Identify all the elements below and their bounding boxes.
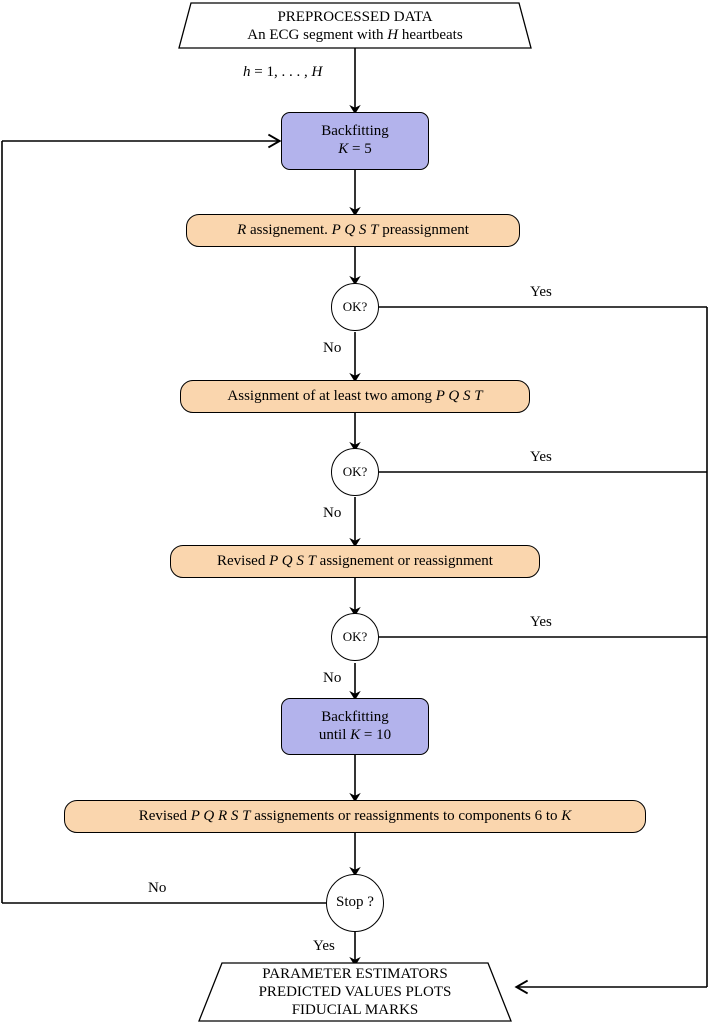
label-no-2: No (323, 505, 342, 521)
trapezoid-shape (178, 2, 532, 49)
label-no-1: No (323, 340, 342, 356)
output-results-node: PARAMETER ESTIMATORS PREDICTED VALUES PL… (198, 962, 512, 1022)
assignment-two-among-text: Assignment of at least two among P Q S T (227, 387, 483, 404)
ok-decision-2-label: OK? (342, 464, 368, 480)
backfitting-k5-node[interactable]: Backfitting K = 5 (281, 112, 429, 170)
backfitting-k10-line2: until K = 10 (318, 726, 392, 743)
label-yes-1: Yes (530, 284, 552, 300)
ok-decision-1-node[interactable]: OK? (331, 283, 379, 331)
label-stop-yes: Yes (313, 938, 335, 954)
ok-decision-1-label: OK? (342, 299, 368, 315)
label-no-3: No (323, 670, 342, 686)
loop-index-label: h = 1, . . . , H (243, 64, 323, 80)
backfitting-k5-line2: K = 5 (338, 141, 372, 157)
backfitting-k10-line1: Backfitting (321, 708, 389, 725)
output-line3: FIDUCIAL MARKS (291, 1002, 419, 1018)
backfitting-k10-node[interactable]: Backfitting until K = 10 (281, 698, 429, 755)
stop-decision-label: Stop ? (336, 894, 374, 911)
revised-pqrst-components-node[interactable]: Revised P Q R S T assignements or reassi… (64, 800, 646, 833)
stop-decision-node[interactable]: Stop ? (326, 874, 384, 932)
ok-decision-3-node[interactable]: OK? (331, 613, 379, 661)
preprocessed-data-line2: An ECG segment with H heartbeats (247, 26, 463, 43)
preprocessed-data-node: PREPROCESSED DATA An ECG segment with H … (178, 2, 532, 49)
revised-pqst-text: Revised P Q S T assignement or reassignm… (217, 552, 493, 569)
output-line2: PREDICTED VALUES PLOTS (258, 984, 452, 1000)
revised-pqrst-components-text: Revised P Q R S T assignements or reassi… (138, 807, 572, 824)
label-stop-no: No (148, 880, 167, 896)
output-line1: PARAMETER ESTIMATORS (262, 966, 448, 982)
trapezoid-shape-output (198, 962, 512, 1022)
ok-decision-3-label: OK? (342, 629, 368, 645)
label-yes-2: Yes (530, 449, 552, 465)
ok-decision-2-node[interactable]: OK? (331, 448, 379, 496)
revised-pqst-node[interactable]: Revised P Q S T assignement or reassignm… (170, 545, 540, 578)
assignment-two-among-node[interactable]: Assignment of at least two among P Q S T (180, 380, 530, 413)
r-assignement-node[interactable]: R assignement. P Q S T preassignment (186, 214, 520, 247)
preprocessed-data-line1: PREPROCESSED DATA (277, 8, 433, 25)
r-assignement-text: R assignement. P Q S T preassignment (237, 221, 469, 238)
label-yes-3: Yes (530, 614, 552, 630)
backfitting-k5-line1: Backfitting (321, 123, 389, 140)
